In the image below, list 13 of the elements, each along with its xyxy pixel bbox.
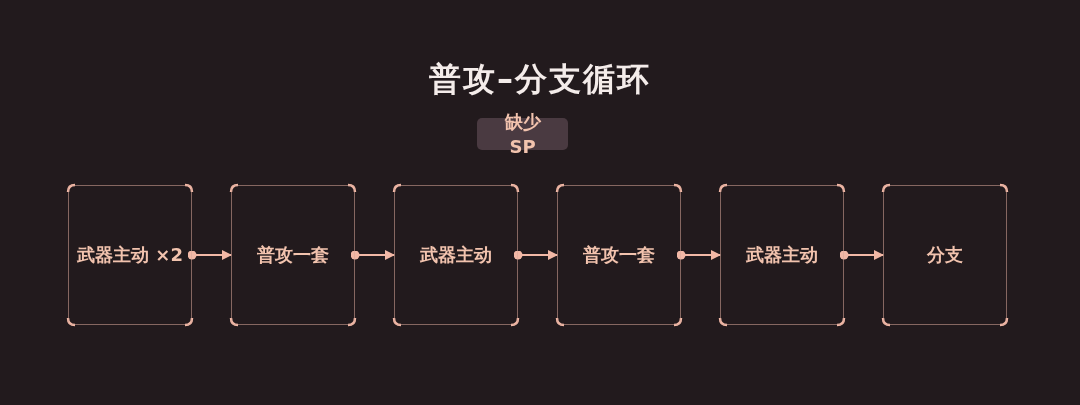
arrow — [676, 250, 721, 260]
step-label: 武器主动 — [745, 243, 819, 268]
step-label: 分支 — [926, 243, 964, 268]
arrow — [513, 250, 558, 260]
step-label: 普攻一套 — [256, 243, 330, 268]
step-label: 武器主动 ×2 — [76, 243, 184, 268]
step-label: 缺少SP — [503, 109, 542, 159]
arrow — [350, 250, 395, 260]
diagram-title: 普攻–分支循环 — [428, 59, 652, 100]
arrow — [839, 250, 884, 260]
step-label: 普攻一套 — [582, 243, 656, 268]
arrow — [187, 250, 232, 260]
step-label: 武器主动 — [419, 243, 493, 268]
